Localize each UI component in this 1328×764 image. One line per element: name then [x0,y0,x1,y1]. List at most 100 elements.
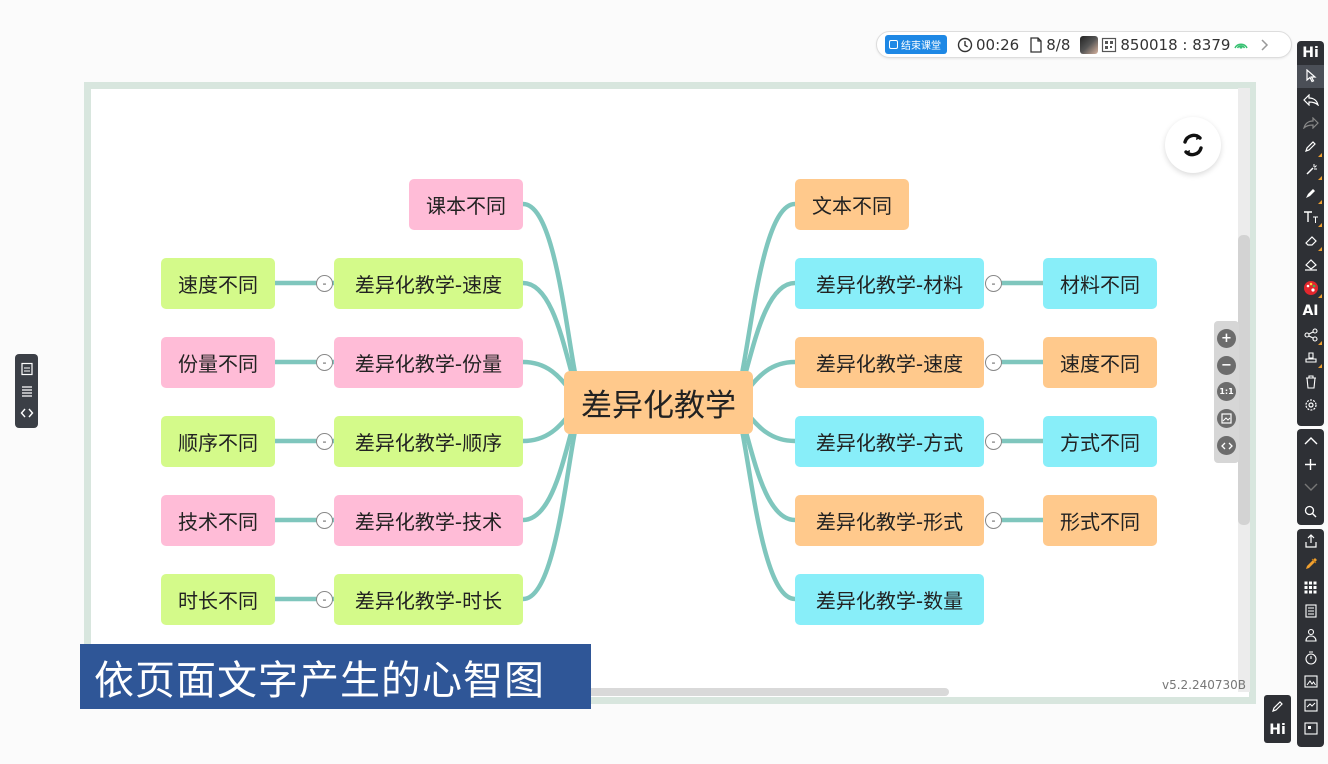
node-form-different[interactable]: 形式不同 [1043,495,1157,546]
hi-logo: Hi [1269,722,1286,739]
code-view-button[interactable] [1217,436,1236,456]
fill-tool[interactable] [1297,253,1324,277]
node-diff-method[interactable]: 差异化教学-方式 [795,416,984,467]
pointer-icon [1305,69,1317,83]
signal-icon [1234,43,1249,49]
node-diff-amount[interactable]: 差异化教学-数量 [795,574,984,625]
node-technique-different[interactable]: 技术不同 [161,495,275,546]
share-tool[interactable] [1297,323,1324,347]
students-tool[interactable] [1297,623,1324,647]
marker-icon [1305,558,1317,570]
ai-tool[interactable]: AI [1302,303,1319,320]
collapse-toggle[interactable]: - [316,354,333,371]
redo-icon [1302,117,1319,130]
node-speed-different-right[interactable]: 速度不同 [1043,337,1157,388]
page-up-button[interactable] [1297,429,1324,453]
caption-banner: 依页面文字产生的心智图 [80,644,591,709]
zoom-out-button[interactable]: − [1217,355,1236,375]
node-diff-quantity[interactable]: 差异化教学-份量 [334,337,523,388]
picture-icon [1303,675,1318,688]
version-label: v5.2.240730B [1162,678,1247,692]
node-diff-speed-left[interactable]: 差异化教学-速度 [334,258,523,309]
collapse-toggle[interactable]: - [316,512,333,529]
end-class-button[interactable]: 结束课堂 [885,35,947,54]
eraser-icon [1304,236,1317,246]
page-down-button[interactable] [1297,476,1324,500]
text-icon [1303,211,1318,224]
node-method-different[interactable]: 方式不同 [1043,416,1157,467]
list-icon[interactable] [20,384,34,398]
grid-icon [1304,581,1317,594]
node-duration-different[interactable]: 时长不同 [161,574,275,625]
undo-tool[interactable] [1297,88,1324,112]
timer-tool[interactable] [1297,647,1324,671]
page-tools-group [1297,429,1324,525]
node-diff-order[interactable]: 差异化教学-顺序 [334,416,523,467]
pen-tool[interactable] [1297,135,1324,159]
node-speed-different-left[interactable]: 速度不同 [161,258,275,309]
node-diff-form[interactable]: 差异化教学-形式 [795,495,984,546]
file-icon[interactable] [20,362,34,376]
settings-tool[interactable] [1297,394,1324,418]
node-diff-technique[interactable]: 差异化教学-技术 [334,495,523,546]
apps-tool[interactable] [1297,576,1324,600]
node-order-different[interactable]: 顺序不同 [161,416,275,467]
floating-pen-box[interactable]: Hi [1264,695,1291,743]
add-page-button[interactable] [1297,453,1324,477]
collapse-toggle[interactable]: - [985,512,1002,529]
screen-icon [1303,699,1318,712]
page-counter: 8/8 [1029,36,1070,54]
node-diff-speed-right[interactable]: 差异化教学-速度 [795,337,984,388]
brush-tool[interactable] [1297,182,1324,206]
paint-bucket-icon [1304,258,1317,271]
zoom-fit-button[interactable]: 1:1 [1217,382,1236,402]
export-tool[interactable] [1297,529,1324,553]
node-text-different[interactable]: 文本不同 [795,179,909,230]
collapse-toggle[interactable]: - [316,591,333,608]
checklist-icon [1304,604,1317,618]
hi-logo[interactable]: Hi [1302,44,1319,61]
vertical-scrollbar-thumb[interactable] [1238,235,1250,525]
horizontal-scrollbar-thumb[interactable] [575,688,949,696]
mindmap-root-node[interactable]: 差异化教学 [564,371,753,434]
chevron-right-icon[interactable] [1259,38,1269,52]
select-tool[interactable] [1297,64,1324,88]
node-material-different[interactable]: 材料不同 [1043,258,1157,309]
laser-tool[interactable] [1297,159,1324,183]
zoom-in-button[interactable]: + [1217,328,1236,348]
room-info[interactable]: 850018 : 8379 [1080,35,1249,54]
collapse-toggle[interactable]: - [985,354,1002,371]
node-diff-duration[interactable]: 差异化教学-时长 [334,574,523,625]
export-image-button[interactable] [1217,409,1236,429]
gear-icon [1304,399,1317,411]
left-side-panel-tab[interactable] [15,354,38,428]
node-quantity-different[interactable]: 份量不同 [161,337,275,388]
refresh-button[interactable] [1165,117,1221,173]
extra-tools-group [1297,529,1324,747]
class-status-bar: 结束课堂 00:26 8/8 850018 : 8379 [876,31,1292,58]
drawing-tools-group: Hi AI [1297,41,1324,426]
pen-icon [1305,141,1316,153]
code-icon[interactable] [20,406,34,420]
delete-tool[interactable] [1297,370,1324,394]
node-diff-material[interactable]: 差异化教学-材料 [795,258,984,309]
picture-tool[interactable] [1297,670,1324,694]
search-button[interactable] [1297,500,1324,524]
collapse-toggle[interactable]: - [316,275,333,292]
eraser-tool[interactable] [1297,229,1324,253]
timer-value: 00:26 [976,35,1020,54]
collapse-toggle[interactable]: - [316,433,333,450]
text-tool[interactable] [1297,206,1324,230]
checklist-tool[interactable] [1297,600,1324,624]
zoom-toolbar: + − 1:1 [1214,321,1239,463]
collapse-toggle[interactable]: - [985,275,1002,292]
stamp-tool[interactable] [1297,347,1324,371]
color-tool[interactable] [1297,276,1324,300]
window-tool[interactable] [1297,717,1324,741]
marker-tool[interactable] [1297,553,1324,577]
screen-tool[interactable] [1297,694,1324,718]
collapse-toggle[interactable]: - [985,433,1002,450]
node-textbook-different[interactable]: 课本不同 [409,179,523,230]
image-icon [1221,413,1232,424]
redo-tool[interactable] [1297,112,1324,136]
